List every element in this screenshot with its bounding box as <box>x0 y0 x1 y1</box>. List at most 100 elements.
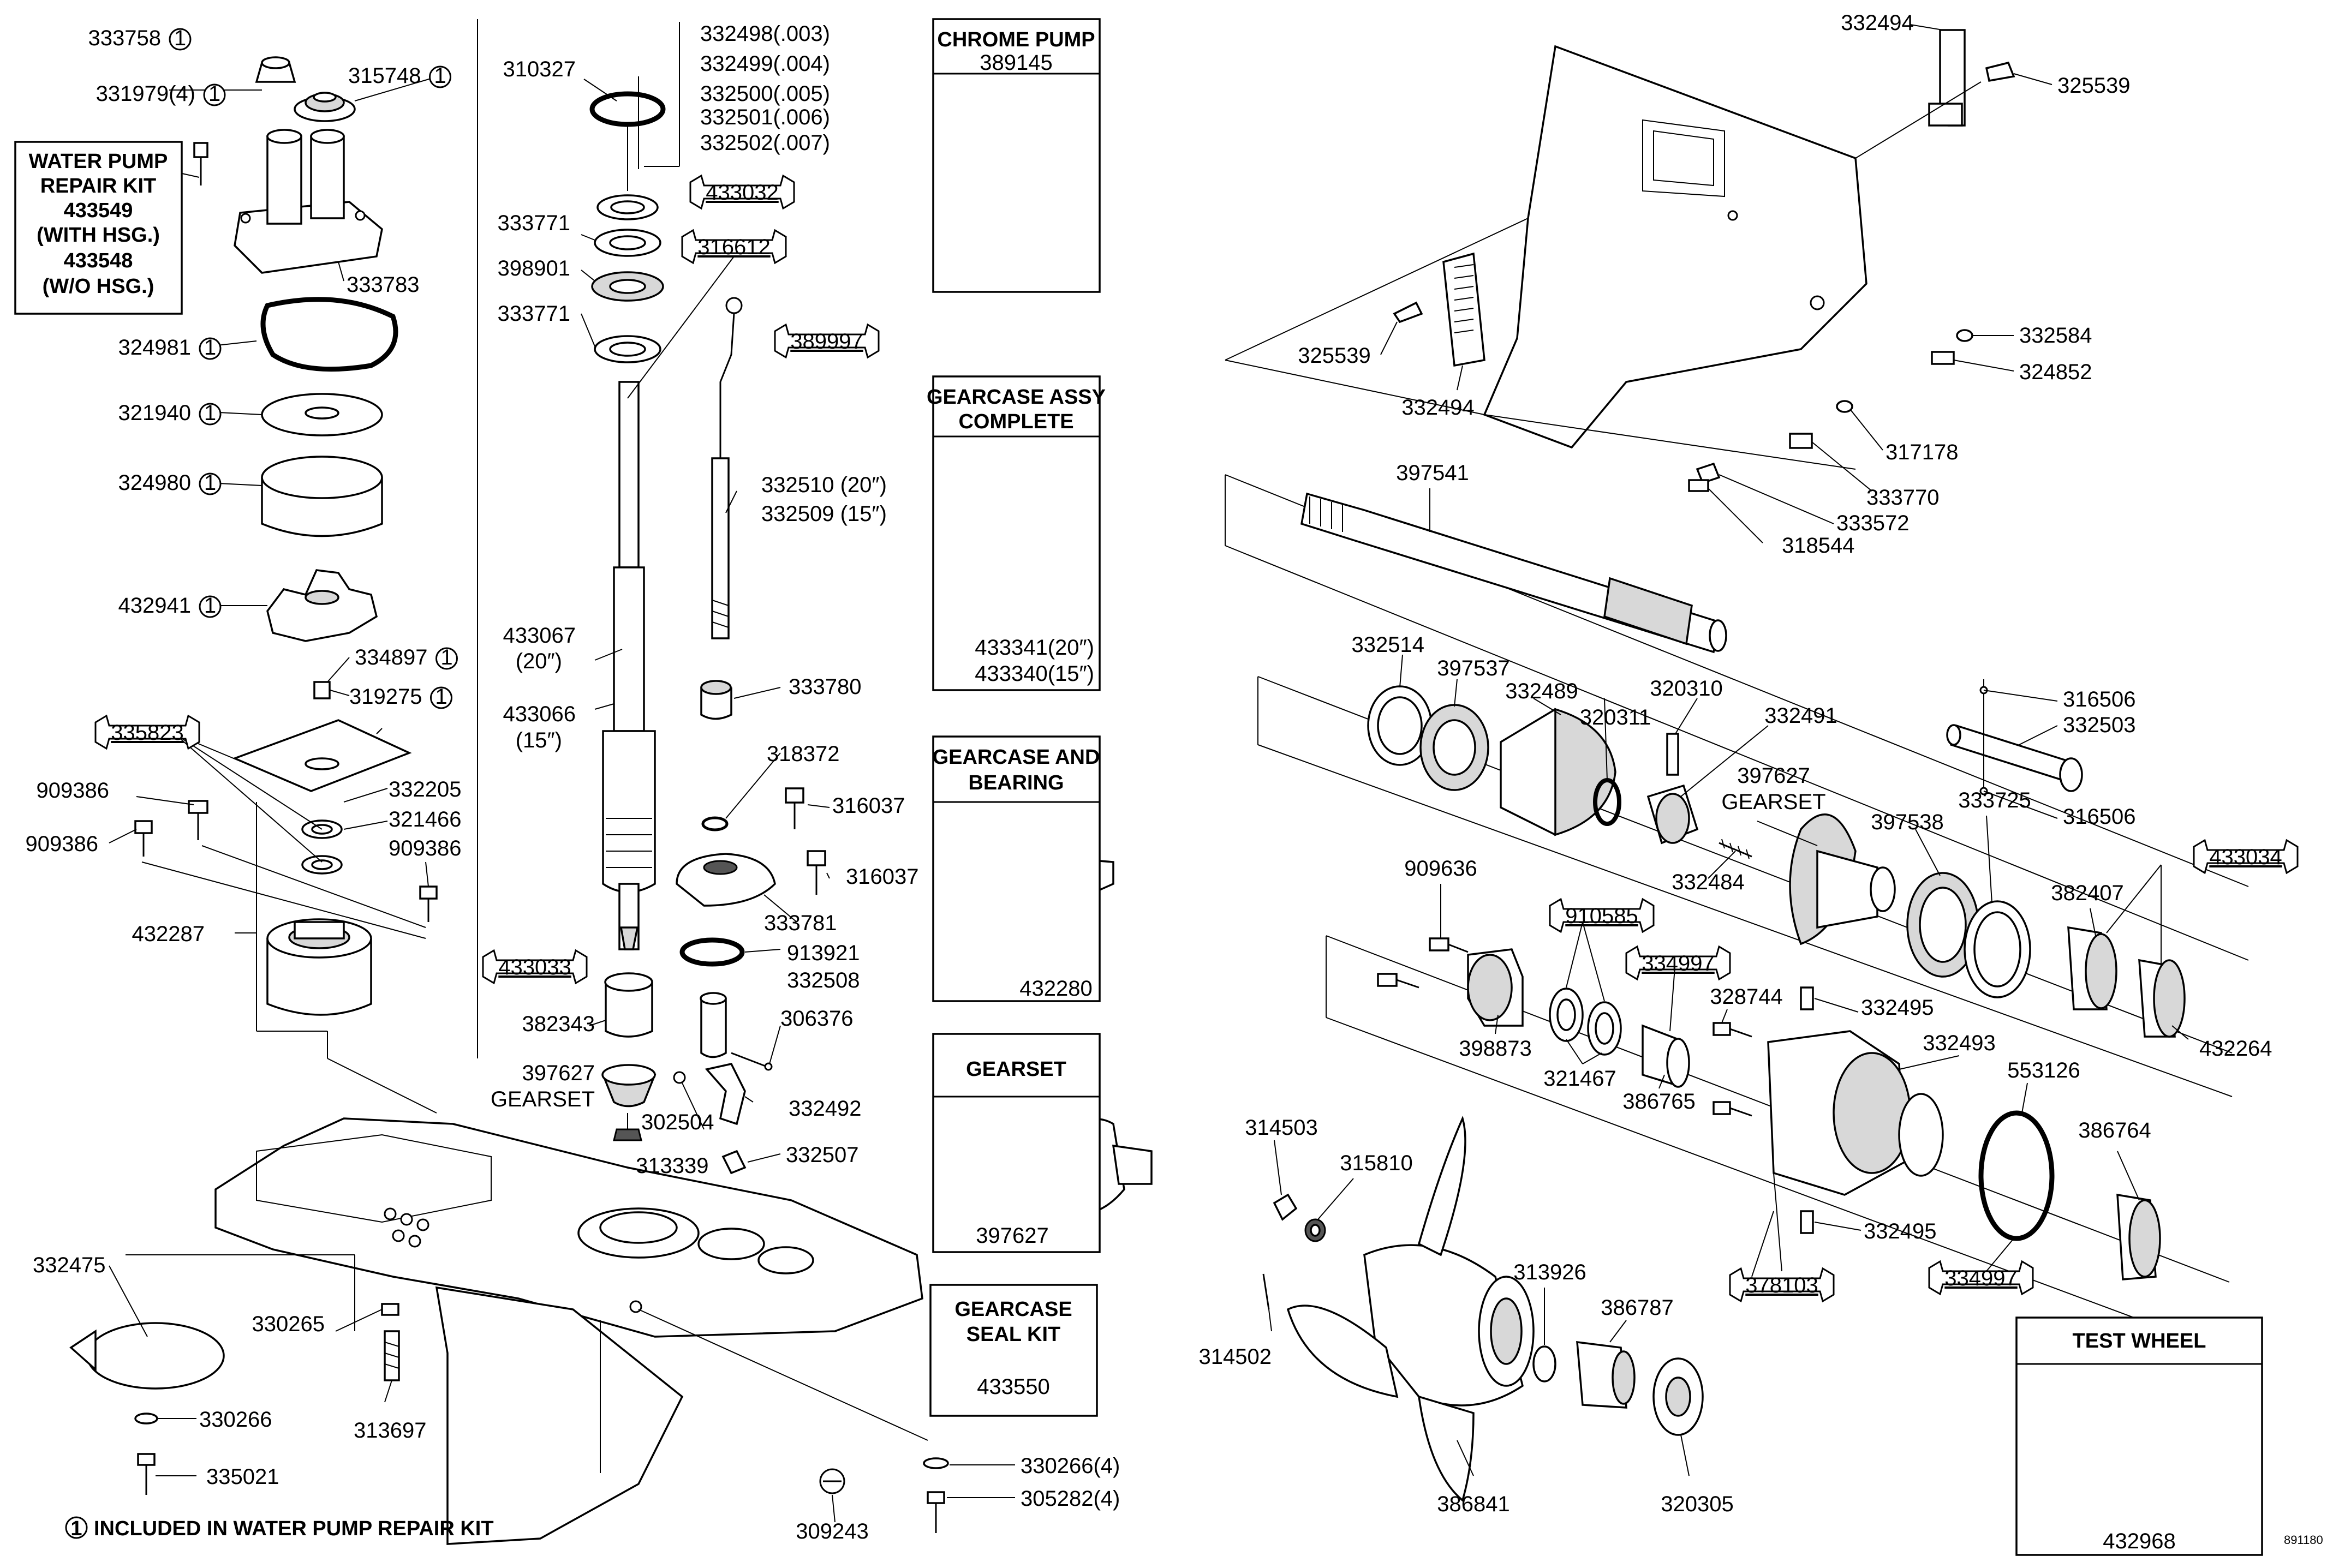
part-label: 909386 <box>389 836 461 860</box>
gearset-box-title: GEARSET <box>966 1058 1066 1081</box>
wrench-label-910585: 910585 <box>1565 904 1638 928</box>
water-pump-kit-line-1: WATER PUMP <box>29 150 168 173</box>
seal-kit-title-2: SEAL KIT <box>966 1323 1060 1346</box>
footnote: 1 INCLUDED IN WATER PUMP REPAIR KIT <box>65 1516 494 1540</box>
part-label: 333771 <box>498 302 570 326</box>
part-label: 432264 <box>2199 1037 2272 1061</box>
gearcase-bearing-title-2: BEARING <box>968 771 1064 794</box>
part-label: 397537 <box>1437 656 1509 680</box>
part-label: 325539 <box>2057 74 2130 98</box>
footnote-marker: 1 <box>70 1517 82 1540</box>
part-label: 332484 <box>1672 870 1744 894</box>
part-label: 397538 <box>1871 810 1943 834</box>
part-label: 320310 <box>1650 677 1722 701</box>
part-label: 314503 <box>1245 1116 1317 1140</box>
kit-marker-number: 1 <box>204 401 216 425</box>
part-label: 386787 <box>1601 1296 1673 1320</box>
driveshaft-drawing <box>477 19 666 1141</box>
part-label: 433067 <box>503 624 576 648</box>
part-label: 328744 <box>1710 985 1782 1009</box>
part-label: 305282(4) <box>1021 1487 1120 1511</box>
wrench-label-334997-lower: 334997 <box>1944 1266 2017 1290</box>
part-label: 433066 <box>503 702 576 726</box>
part-label: 332491 <box>1764 704 1837 728</box>
kit-marker-circle <box>435 647 458 670</box>
kit-marker-circle <box>428 65 451 88</box>
shim-332498: 332498(.003) <box>700 22 830 46</box>
part-label: 302504 <box>641 1110 714 1134</box>
part-label: 332494 <box>1401 396 1474 420</box>
gearcase-bearing-title-1: GEARCASE AND <box>933 746 1100 769</box>
part-label: 333725 <box>1958 788 2031 812</box>
part-label: 432941 <box>118 594 191 618</box>
kit-marker-number: 1 <box>440 645 452 669</box>
wrench-tools: 335823 433032 316612 389997 433033 43303… <box>94 174 2299 1303</box>
kit-marker-number: 1 <box>204 471 216 495</box>
gearcase-assy-title-1: GEARCASE ASSY <box>927 386 1106 409</box>
part-label: 382407 <box>2051 881 2123 905</box>
kit-marker-circle <box>199 403 222 426</box>
gearcase-bearing-box <box>932 735 1101 1002</box>
seal-kit-number: 433550 <box>977 1375 1049 1399</box>
shift-rod-drawing <box>673 297 826 1175</box>
wrench-label-378103: 378103 <box>1745 1273 1818 1297</box>
seal-kit-box <box>929 1284 1098 1417</box>
wrench-label-335823: 335823 <box>111 721 183 745</box>
part-label: 909386 <box>26 832 98 856</box>
part-label: 332514 <box>1352 633 1424 657</box>
footnote-text: INCLUDED IN WATER PUMP REPAIR KIT <box>94 1517 494 1540</box>
part-label: 314502 <box>1199 1345 1272 1369</box>
water-pump-drawing <box>134 56 438 1114</box>
propshaft-drawing <box>1225 474 2249 961</box>
part-label: 324980 <box>118 471 191 495</box>
gearcase-assy-title-2: COMPLETE <box>958 410 1073 433</box>
leader-lines <box>109 24 2189 1523</box>
gearcase-bearing-number: 432280 <box>1019 977 1092 1001</box>
kit-marker-number: 1 <box>204 594 216 618</box>
part-label: 332475 <box>33 1253 105 1277</box>
part-label: 334897 <box>355 645 427 669</box>
water-pump-kit-line-4: (WITH HSG.) <box>37 224 160 247</box>
part-label: 332495 <box>1861 996 1934 1020</box>
gear-row-drawing <box>1257 676 2233 1097</box>
part-label: 335021 <box>206 1465 279 1489</box>
part-label: 386765 <box>1622 1090 1695 1114</box>
part-label: 324981 <box>118 336 191 360</box>
part-label: 313926 <box>1513 1260 1586 1284</box>
wrench-label-433033: 433033 <box>498 955 571 979</box>
part-label: 398901 <box>498 256 570 280</box>
kit-marker-circle <box>199 337 222 360</box>
gearset-box <box>932 1033 1101 1253</box>
info-box-frames <box>14 18 2263 1556</box>
part-label: 330266 <box>199 1408 272 1432</box>
part-label: 397541 <box>1396 461 1469 485</box>
part-label: 309243 <box>796 1519 868 1543</box>
kit-marker-number: 1 <box>435 685 447 709</box>
part-label: 315810 <box>1340 1151 1412 1175</box>
part-label: 398873 <box>1459 1037 1531 1061</box>
shim-332500: 332500(.005) <box>700 82 830 106</box>
gearcase-assy-number-20: 433341(20″) <box>975 636 1094 660</box>
part-label: 319275 <box>349 685 422 709</box>
part-label: 316037 <box>846 865 918 889</box>
part-label: 909636 <box>1404 857 1477 881</box>
part-label: 313339 <box>636 1154 708 1178</box>
part-label: 318372 <box>767 742 839 766</box>
part-label: 333572 <box>1836 511 1909 535</box>
part-label: (15″) <box>516 728 562 752</box>
kit-marker-circle <box>203 83 226 106</box>
part-label: GEARSET <box>491 1087 595 1111</box>
gearset-box-number: 397627 <box>976 1224 1048 1248</box>
part-label: 332503 <box>2063 713 2135 737</box>
part-label: 321467 <box>1543 1067 1616 1091</box>
shim-list: 332498(.003) 332499(.004) 332500(.005) 3… <box>679 22 830 166</box>
part-label: 332495 <box>1864 1219 1936 1243</box>
chrome-pump-box <box>932 18 1101 293</box>
part-label: 332494 <box>1841 11 1913 35</box>
kit-marker-circle <box>199 595 222 618</box>
water-pump-kit-line-5: 433548 <box>64 249 133 272</box>
part-label: 330265 <box>252 1312 325 1336</box>
kit-marker-number: 1 <box>204 336 216 360</box>
part-label: 332507 <box>786 1143 858 1167</box>
